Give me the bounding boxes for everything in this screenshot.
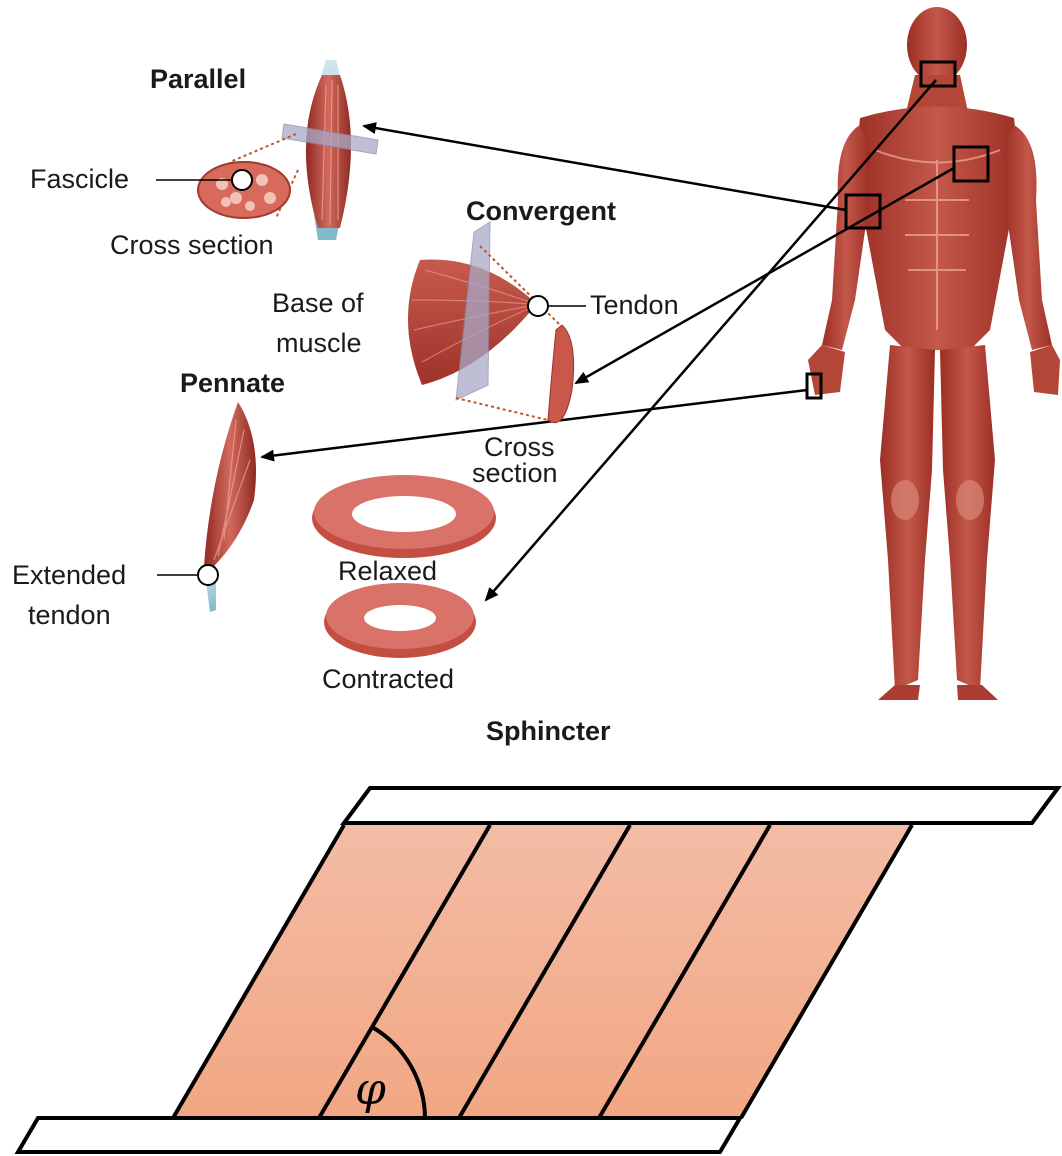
lower-aponeurosis — [18, 1118, 740, 1152]
human-body-figure — [808, 7, 1060, 700]
label-tendon: Tendon — [590, 290, 679, 320]
title-pennate: Pennate — [180, 368, 285, 398]
pennate-muscle — [157, 402, 256, 612]
tendon-marker — [528, 296, 548, 316]
label-base-of-muscle-2: muscle — [276, 328, 362, 358]
label-extended-tendon-1: Extended — [12, 560, 126, 590]
label-cross-section-convergent-2: section — [472, 458, 558, 488]
label-base-of-muscle-1: Base of — [272, 288, 364, 318]
label-fascicle: Fascicle — [30, 164, 129, 194]
fascicle-marker — [232, 170, 252, 190]
convergent-muscle — [408, 222, 586, 423]
extended-tendon-marker — [198, 565, 218, 585]
upper-aponeurosis — [344, 788, 1058, 823]
pennation-angle-diagram: φ — [18, 788, 1058, 1152]
label-cross-section-parallel: Cross section — [110, 230, 274, 260]
label-extended-tendon-2: tendon — [28, 600, 111, 630]
sphincter-contracted — [324, 583, 476, 658]
sphincter-relaxed — [312, 475, 496, 558]
title-convergent: Convergent — [466, 196, 616, 226]
label-contracted: Contracted — [322, 664, 454, 694]
angle-symbol-phi: φ — [355, 1064, 386, 1115]
title-parallel: Parallel — [150, 64, 246, 94]
title-sphincter: Sphincter — [486, 716, 611, 746]
label-relaxed: Relaxed — [338, 556, 437, 586]
